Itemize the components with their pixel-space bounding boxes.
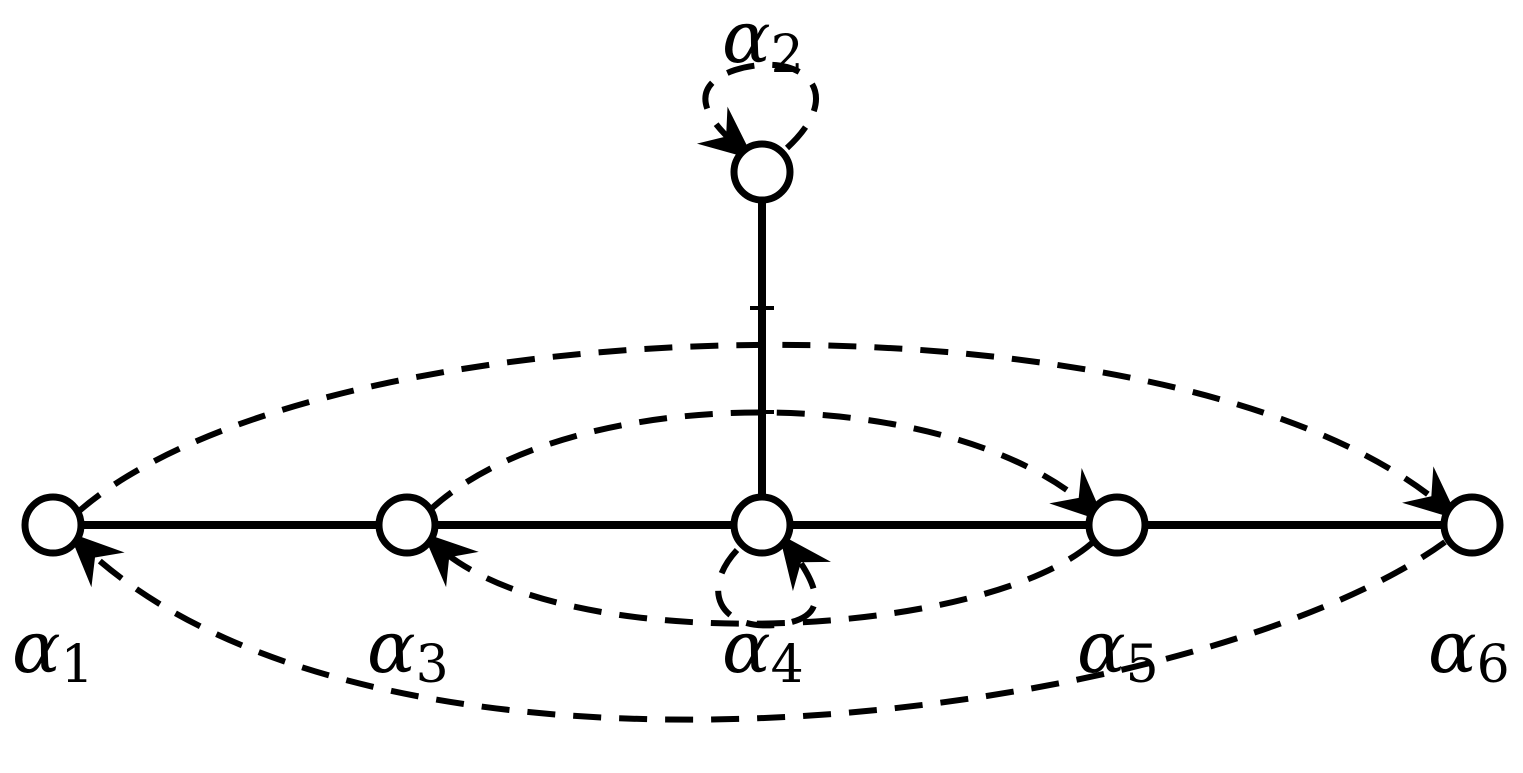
label-a5: α5: [1077, 605, 1159, 695]
node-a4: [730, 493, 794, 557]
label-a6: α6: [1428, 605, 1510, 695]
node-a5: [1085, 493, 1149, 557]
label-a4: α4: [722, 605, 804, 695]
node-a3: [375, 493, 439, 557]
node-a6: [1440, 493, 1504, 557]
label-a1: α1: [12, 605, 94, 695]
arc-a3-to-a5: [427, 409, 1106, 523]
loop-a2: [696, 61, 819, 160]
label-a2: α2: [722, 0, 804, 85]
node-a2: [730, 140, 794, 204]
arc-a6-to-a1: [68, 532, 1447, 723]
arc-a1-to-a6: [76, 341, 1459, 520]
node-a1: [21, 493, 85, 557]
label-a3: α3: [367, 605, 449, 695]
